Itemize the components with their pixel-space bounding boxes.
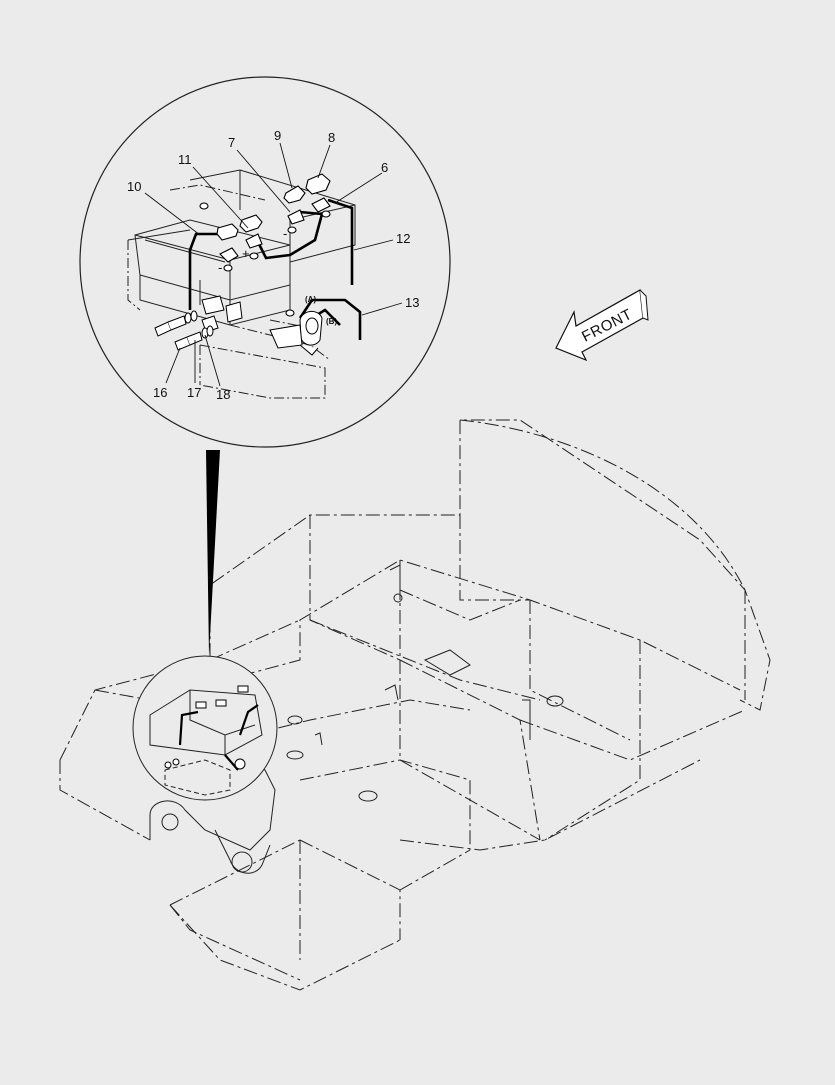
callout-12: 12	[396, 231, 410, 246]
terminal-a-label: (A)	[305, 295, 316, 304]
detail-leader-wedge	[206, 450, 220, 655]
detail-circle: + - - (A) (B) 9 8 7 6 11 10 12 13 16 17 …	[79, 76, 451, 448]
callout-9: 9	[274, 128, 281, 143]
callout-6: 6	[381, 160, 388, 175]
minus-sign-2: -	[283, 226, 287, 241]
callout-11: 11	[178, 152, 192, 167]
terminal-cap-icon	[199, 173, 331, 317]
callout-13: 13	[405, 295, 419, 310]
callout-7: 7	[228, 135, 235, 150]
location-circle	[132, 655, 278, 801]
disconnect-switch	[269, 311, 323, 356]
front-direction-arrow-icon: FRONT	[555, 289, 649, 362]
bolt-icon	[154, 310, 214, 351]
terminal-b-label: (B)	[326, 317, 337, 326]
callout-16: 16	[153, 385, 167, 400]
callout-8: 8	[328, 130, 335, 145]
callout-17: 17	[187, 385, 201, 400]
frame-plate	[149, 564, 564, 874]
minus-sign: -	[218, 260, 222, 275]
battery-relay	[201, 295, 243, 333]
callout-18: 18	[216, 387, 230, 402]
callout-10: 10	[127, 179, 141, 194]
plus-sign: +	[242, 246, 250, 261]
callout-leaders	[144, 142, 403, 387]
